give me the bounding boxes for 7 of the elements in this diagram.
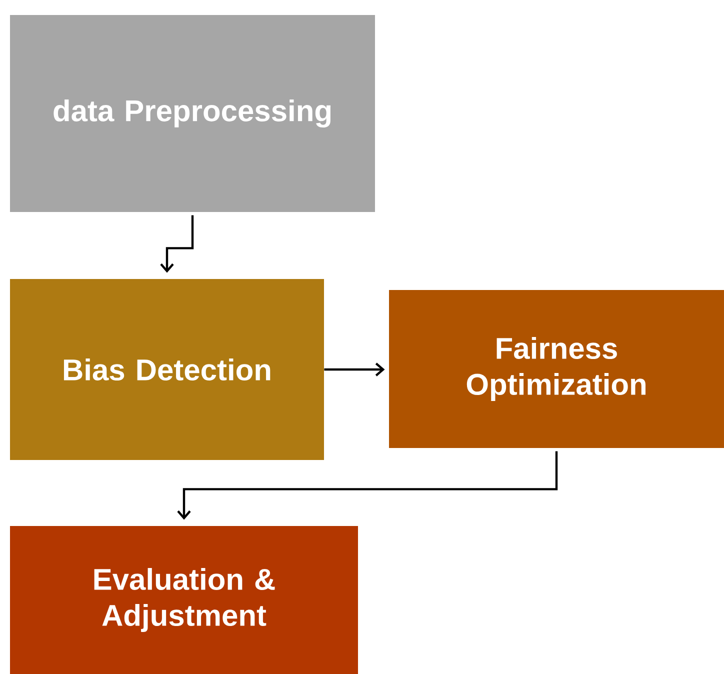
arrow bbox=[160, 215, 194, 273]
process-box: Fairness Optimization bbox=[389, 290, 724, 448]
arrow bbox=[324, 362, 385, 376]
process-box: Bias Detection bbox=[10, 279, 324, 460]
process-box: Evaluation & Adjustment bbox=[10, 526, 358, 674]
process-box: data Preprocessing bbox=[10, 15, 375, 212]
arrow bbox=[177, 451, 558, 520]
